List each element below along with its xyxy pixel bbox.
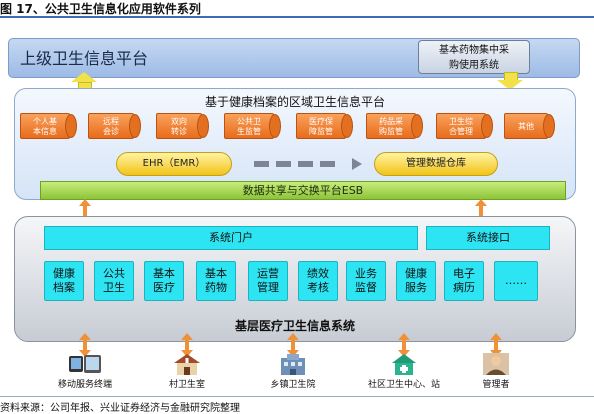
system-portal: 系统门户: [44, 226, 418, 250]
app-line: 药物: [205, 281, 227, 294]
app-line: 业务: [355, 267, 377, 280]
app-operations: 运营 管理: [248, 261, 288, 301]
app-line: 公共: [103, 267, 125, 280]
mobile-terminal-icon: [69, 355, 101, 373]
double-arrow-terminal-4: [398, 333, 410, 357]
regional-platform-title: 基于健康档案的区域卫生信息平台: [204, 95, 385, 109]
upper-platform-title: 上级卫生信息平台: [20, 49, 149, 68]
app-line: 档案: [53, 281, 75, 294]
app-health-services: 健康 服务: [396, 261, 436, 301]
app-health-records: 健康 档案: [44, 261, 84, 301]
app-line: 病历: [453, 281, 475, 294]
app-basic-drugs: 基本 药物: [196, 261, 236, 301]
app-line: 健康: [405, 267, 427, 280]
app-more: ……: [494, 261, 538, 301]
app-line: 基本: [153, 267, 175, 280]
module-line: 购监管: [379, 127, 403, 136]
village-clinic-icon: [174, 354, 200, 375]
app-basic-medical: 基本 医疗: [144, 261, 184, 301]
module-public-health-supervision: 公共卫 生监管: [224, 113, 281, 139]
terminal-label-township: 乡镇卫生院: [270, 380, 316, 390]
double-arrow-terminal-3: [287, 333, 299, 357]
module-line: 障监管: [309, 127, 333, 136]
source-rule: [0, 396, 594, 397]
module-line: 公共卫: [237, 117, 261, 126]
module-line: 其他: [518, 122, 534, 131]
app-supervision: 业务 监督: [346, 261, 386, 301]
drug-procurement-line-2: 购使用系统: [449, 60, 499, 71]
figure-title: 图 17、公共卫生信息化应用软件系列: [0, 2, 201, 16]
module-two-way-referral: 双向 转诊: [156, 113, 209, 139]
app-line: 运营: [257, 267, 279, 280]
double-arrow-terminal-1: [79, 333, 91, 357]
module-line: 药品采: [379, 117, 403, 126]
terminal-label-community: 社区卫生中心、站: [367, 380, 440, 390]
module-drug-procurement-supervision: 药品采 购监管: [366, 113, 423, 139]
esb-bar: 数据共享与交换平台ESB: [40, 181, 566, 200]
module-line: 远程: [103, 117, 119, 126]
app-line: 健康: [53, 267, 75, 280]
app-line: 服务: [405, 281, 427, 294]
app-performance: 绩效 考核: [298, 261, 338, 301]
app-line: ……: [505, 274, 527, 287]
double-arrow-terminal-2: [181, 333, 193, 357]
module-line: 个人基: [33, 117, 57, 126]
module-personal-info: 个人基 本信息: [20, 113, 77, 139]
manager-icon: [483, 353, 509, 375]
module-line: 双向: [171, 117, 187, 126]
app-line: 绩效: [307, 267, 329, 280]
module-line: 转诊: [171, 127, 187, 136]
app-emr: 电子 病历: [444, 261, 484, 301]
ehr-database: EHR（EMR）: [116, 152, 232, 176]
figure-source: 资料来源：公司年报、兴业证券经济与金融研究院整理: [0, 403, 240, 414]
data-warehouse: 管理数据仓库: [374, 152, 498, 176]
app-line: 考核: [307, 281, 329, 294]
app-line: 卫生: [103, 281, 125, 294]
community-center-icon: [392, 354, 416, 375]
terminal-label-mobile: 移动服务终端: [57, 380, 112, 390]
app-line: 基本: [205, 267, 227, 280]
module-line: 会诊: [103, 127, 119, 136]
module-other: 其他: [504, 113, 555, 139]
system-interface: 系统接口: [426, 226, 550, 250]
terminal-label-manager: 管理者: [482, 380, 510, 390]
module-line: 医疗保: [309, 117, 333, 126]
module-line: 本信息: [33, 127, 57, 136]
app-public-health: 公共 卫生: [94, 261, 134, 301]
module-medical-insurance-supervision: 医疗保 障监管: [296, 113, 353, 139]
terminal-label-village: 村卫生室: [168, 380, 205, 390]
township-hospital-icon: [281, 354, 305, 375]
drug-procurement-line-1: 基本药物集中采: [439, 45, 509, 56]
module-line: 生监管: [237, 127, 261, 136]
module-remote-consultation: 远程 会诊: [88, 113, 141, 139]
app-line: 电子: [453, 267, 475, 280]
title-rule: [0, 16, 594, 18]
app-line: 医疗: [153, 281, 175, 294]
grassroots-title: 基层医疗卫生信息系统: [234, 319, 355, 333]
module-line: 合管理: [449, 127, 473, 136]
down-arrow-right: [497, 72, 523, 90]
drug-procurement-box: 基本药物集中采 购使用系统: [418, 40, 530, 74]
module-health-management: 卫生综 合管理: [436, 113, 493, 139]
app-line: 管理: [257, 281, 279, 294]
module-line: 卫生综: [449, 117, 473, 126]
dashed-arrow: [254, 158, 362, 170]
app-line: 监督: [355, 281, 377, 294]
